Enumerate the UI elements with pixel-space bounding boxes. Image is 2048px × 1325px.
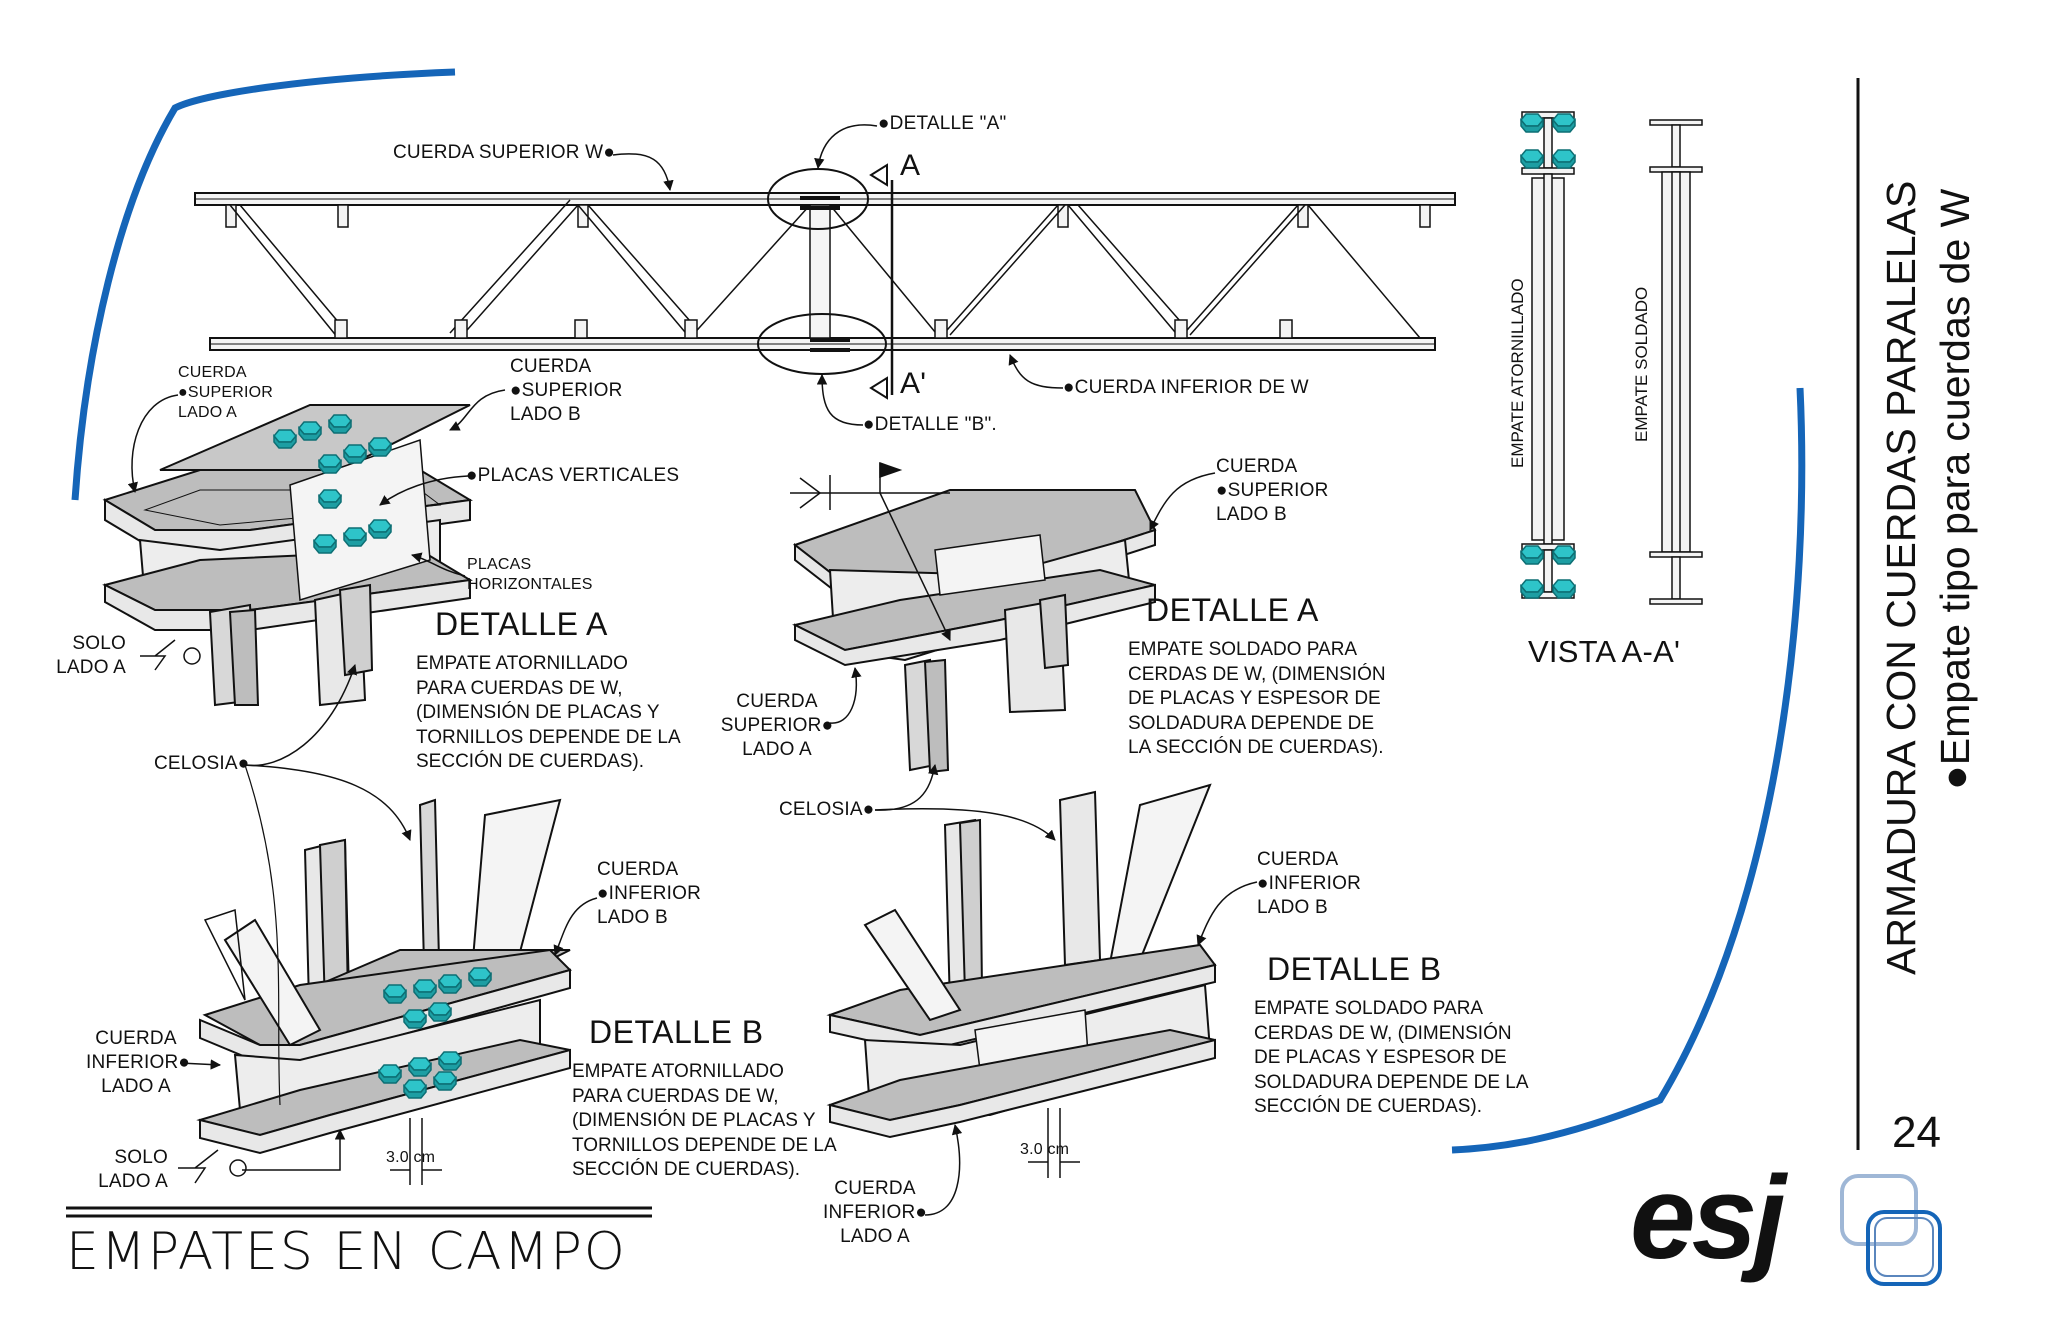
da-celosia: CELOSIA●	[154, 753, 250, 774]
daw-title: DETALLE A	[1146, 592, 1319, 628]
db-desc: EMPATE ATORNILLADO PARA CUERDAS DE W, (D…	[572, 1061, 837, 1180]
dbw-desc: EMPATE SOLDADO PARA CERDAS DE W, (DIMENS…	[1254, 998, 1529, 1117]
logo-text: esj	[1630, 1152, 1786, 1284]
title-main: ARMADURA CON CUERDAS PARALELAS	[1878, 180, 1924, 975]
da-cuerda-sup-b: CUERDA ●SUPERIOR LADO B	[510, 356, 623, 425]
dbw-title: DETALLE B	[1267, 951, 1442, 987]
page-number: 24	[1892, 1108, 1941, 1157]
detail-a-bolted-drawing	[102, 404, 473, 707]
daw-cuerda-sup-b: CUERDA ●SUPERIOR LADO B	[1216, 456, 1329, 525]
da-placas-verticales: ●PLACAS VERTICALES	[466, 465, 680, 486]
title-sub: ●Empate tipo para cuerdas de W	[1932, 188, 1978, 790]
vista-empate-atornillado: EMPATE ATORNILLADO	[1508, 278, 1527, 468]
blue-arc-left	[71, 68, 456, 501]
label-detalle-b-callout: ●DETALLE "B".	[863, 414, 997, 435]
vista-empate-soldado: EMPATE SOLDADO	[1632, 286, 1651, 442]
daw-celosia: CELOSIA●	[779, 799, 875, 820]
db-solo-lado-a: SOLO LADO A	[98, 1147, 168, 1192]
da-cuerda-sup-a: CUERDA ●SUPERIOR LADO A	[178, 364, 274, 421]
detail-b-bolted-drawing	[196, 798, 572, 1155]
section-mark-a-prime: A'	[900, 367, 927, 400]
truss-elevation	[194, 163, 1456, 400]
da-title: DETALLE A	[435, 606, 608, 642]
dbw-cuerda-inf-b: CUERDA ●INFERIOR LADO B	[1257, 849, 1362, 918]
db-dim: 3.0 cm	[386, 1149, 436, 1166]
detail-b-welded-drawing	[826, 783, 1217, 1139]
vista-aa-section	[1521, 111, 1703, 605]
dbw-dim: 3.0 cm	[1020, 1141, 1070, 1158]
label-cuerda-inferior: ●CUERDA INFERIOR DE W	[1063, 377, 1309, 398]
da-desc: EMPATE ATORNILLADO PARA CUERDAS DE W, (D…	[416, 653, 681, 772]
daw-desc: EMPATE SOLDADO PARA CERDAS DE W, (DIMENS…	[1128, 639, 1386, 758]
vista-title: VISTA A-A'	[1528, 634, 1681, 669]
footer-title: EMPATES EN CAMPO	[66, 1222, 627, 1282]
section-mark-a: A	[900, 149, 921, 182]
db-cuerda-inf-a: CUERDA INFERIOR● LADO A	[86, 1028, 191, 1097]
db-title: DETALLE B	[589, 1014, 764, 1050]
da-solo-lado-a: SOLO LADO A	[56, 633, 126, 678]
logo-squares	[1840, 1174, 1942, 1286]
da-placas-horizontales: PLACAS HORIZONTALES	[467, 556, 593, 593]
db-cuerda-inf-b: CUERDA ●INFERIOR LADO B	[597, 859, 702, 928]
label-cuerda-superior: CUERDA SUPERIOR W●	[393, 142, 615, 163]
footer-rules	[66, 1206, 652, 1218]
blue-arc-right	[1451, 387, 1806, 1154]
daw-cuerda-sup-a: CUERDA SUPERIOR● LADO A	[720, 691, 834, 760]
detail-a-welded-drawing	[792, 489, 1157, 774]
dbw-cuerda-inf-a: CUERDA INFERIOR● LADO A	[823, 1178, 928, 1247]
label-detalle-a-callout: ●DETALLE "A"	[878, 113, 1007, 134]
